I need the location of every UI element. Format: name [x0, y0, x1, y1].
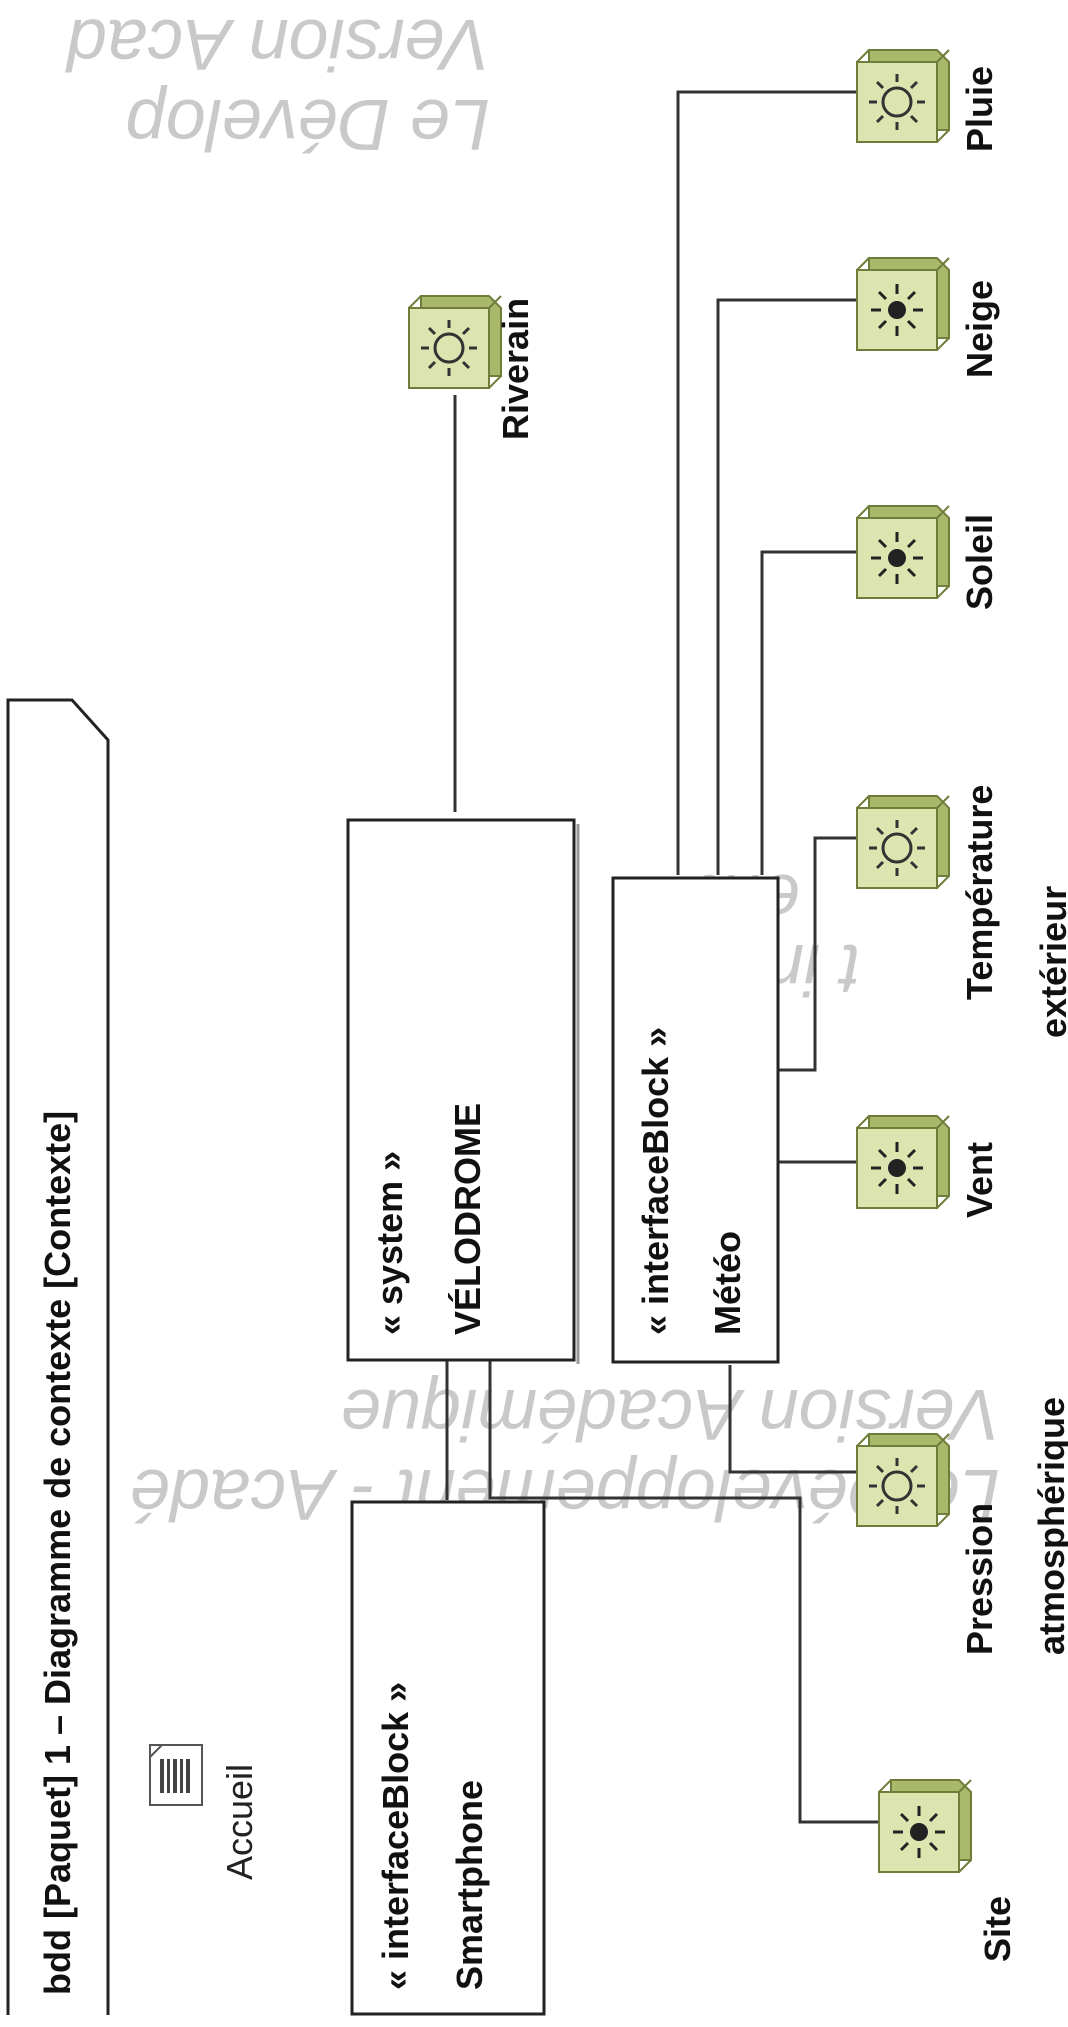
actor-temperature-label-line1: Température: [959, 785, 1000, 1000]
actor-pression-label-line2: atmosphérique: [1031, 1397, 1068, 1655]
watermark-top: Le Dévelop Version Acad: [65, 4, 490, 164]
block-meteo[interactable]: « interfaceBlock » Météo: [611, 876, 780, 1364]
actor-site[interactable]: Site: [877, 1778, 1018, 1962]
actor-soleil-label: Soleil: [959, 514, 1000, 610]
watermark-bottom-line1: Le Développement - Acadé: [130, 1454, 1000, 1534]
block-smartphone-name: Smartphone: [449, 1780, 490, 1990]
block-meteo-name: Météo: [707, 1231, 748, 1335]
actor-riverain[interactable]: Riverain: [407, 294, 536, 440]
accueil-label[interactable]: Accueil: [219, 1764, 260, 1880]
actor-site-label: Site: [977, 1896, 1018, 1962]
frame-title: bdd [Paquet] 1 – Diagramme de contexte […: [37, 1111, 78, 1995]
sun-outline-icon: [855, 794, 951, 890]
actor-temperature-label-line2: extérieur: [1033, 886, 1068, 1038]
actor-temperature[interactable]: Température extérieur: [855, 785, 1068, 1038]
actor-neige-label: Neige: [959, 280, 1000, 378]
block-smartphone-stereotype: « interfaceBlock »: [375, 1682, 416, 1990]
actor-pression[interactable]: Pression atmosphérique: [855, 1397, 1068, 1655]
connectors: [445, 90, 880, 1824]
block-smartphone[interactable]: « interfaceBlock » Smartphone: [350, 1500, 546, 2016]
sun-filled-icon: [877, 1778, 973, 1874]
block-velodrome-name: VÉLODROME: [447, 1103, 488, 1335]
accueil-icon[interactable]: [149, 1744, 203, 1806]
block-velodrome-stereotype: « system »: [369, 1151, 410, 1335]
connector-meteo-pluie: [676, 90, 860, 875]
block-meteo-stereotype: « interfaceBlock »: [635, 1027, 676, 1335]
connector-meteo-pression: [728, 1365, 860, 1474]
sun-filled-icon: [855, 504, 951, 600]
actor-neige[interactable]: Neige: [855, 256, 1000, 378]
sun-filled-icon: [855, 1114, 951, 1210]
block-velodrome[interactable]: « system » VÉLODROME: [346, 818, 580, 1364]
actor-pluie-label: Pluie: [959, 66, 1000, 152]
watermark-bottom: Le Développement - Acadé Version Académi…: [130, 1374, 1000, 1534]
connector-meteo-temperature: [778, 836, 860, 1072]
actor-vent-label: Vent: [959, 1142, 1000, 1218]
actor-soleil[interactable]: Soleil: [855, 504, 1000, 610]
diagram-frame: [6, 698, 110, 2015]
connector-meteo-soleil: [760, 550, 860, 875]
watermark-top-line2: Version Acad: [65, 4, 490, 84]
sun-outline-icon: [855, 1432, 951, 1528]
sun-filled-icon: [855, 256, 951, 352]
actor-vent[interactable]: Vent: [855, 1114, 1000, 1218]
connector-velodrome-site: [488, 1360, 880, 1824]
sun-outline-icon: [407, 294, 503, 390]
connector-meteo-neige: [716, 298, 860, 875]
actor-pression-label-line1: Pression: [959, 1503, 1000, 1655]
actor-pluie[interactable]: Pluie: [855, 48, 1000, 152]
sun-outline-icon: [855, 48, 951, 144]
watermark-top-line1: Le Dévelop: [126, 84, 490, 164]
actor-riverain-label: Riverain: [495, 298, 536, 440]
